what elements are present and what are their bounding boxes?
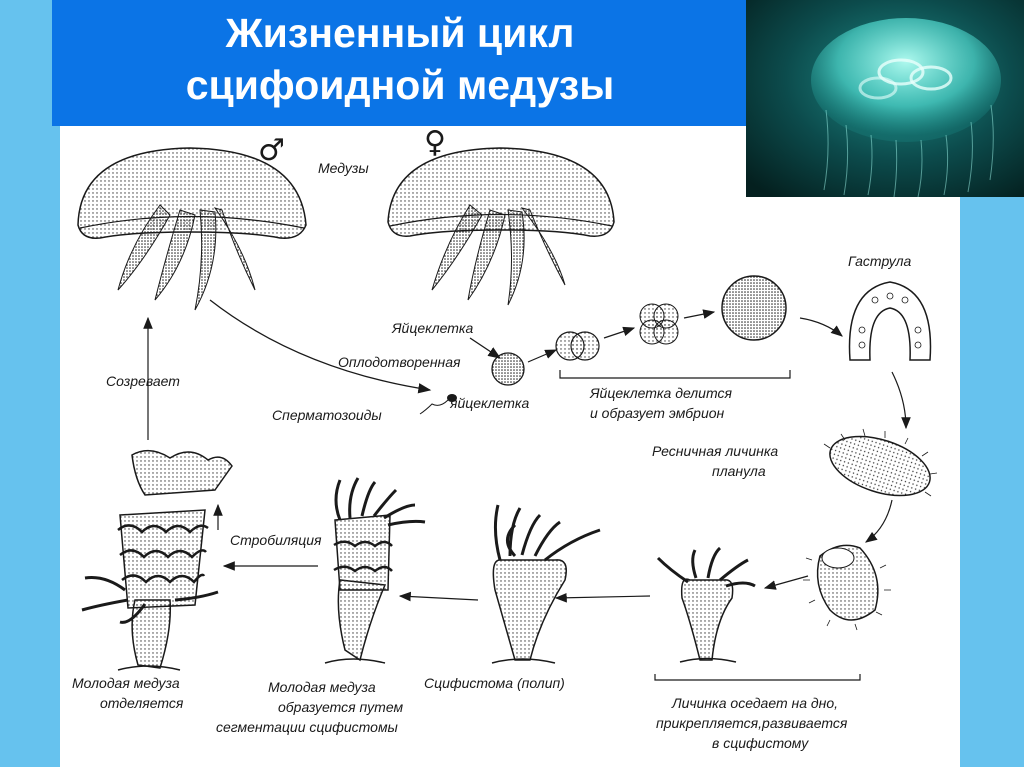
arrow-to-planula [892,372,906,428]
label-fertilized-1: Оплодотворенная [338,354,461,370]
label-larva-settles-2: прикрепляется,развивается [656,715,848,731]
arrow-to-blastula [684,312,714,318]
arrow-egg-path [470,338,500,358]
arrow-to-young-polyp [765,576,808,588]
label-scyphistoma: Сцифистома (полип) [424,675,565,691]
embryo-bracket [560,370,790,378]
label-gastrula: Гаструла [848,253,912,269]
female-symbol: ♀ [424,125,446,160]
gastrula [850,282,931,360]
label-planula-1: Ресничная личинка [652,443,778,459]
label-larva-settles-3: в сцифистому [712,735,809,751]
arrow-to-segmenting [400,596,478,600]
label-egg-divides-2: и образует эмбрион [590,405,725,421]
label-strobilation: Стробиляция [230,532,322,548]
label-planula-2: планула [712,463,766,479]
arrow-to-scyphistoma [556,596,650,598]
label-young-formed-3: сегментации сцифистомы [216,719,399,735]
label-young-formed-2: образуется путем [278,699,403,715]
two-cell-embryo [556,332,599,360]
label-young-separates-2: отделяется [100,695,184,711]
strobila [82,510,218,670]
label-egg-cell: Яйцеклетка [391,320,474,336]
label-matures: Созревает [106,373,180,389]
label-medusae: Медузы [318,160,369,176]
young-polyp [658,548,755,662]
label-egg-divides-1: Яйцеклетка делится [589,385,732,401]
label-sperm: Сперматозоиды [272,407,382,423]
arrow-to-gastrula [800,318,842,336]
arrow-to-four-cell [604,328,634,338]
male-symbol: ♂ [258,133,285,168]
ephyra [132,451,232,495]
segmenting-polyp [325,478,425,663]
arrow-to-settling [866,500,892,542]
settling-larva [803,545,891,630]
blastula [722,276,786,340]
arrow-sperm-path [210,300,430,390]
scyphistoma-polyp [492,505,600,663]
settling-bracket [655,674,860,680]
four-cell-embryo [640,304,678,344]
fertilized-egg [492,353,524,385]
label-fertilized-2: яйцеклетка [449,395,529,411]
label-larva-settles-1: Личинка оседает на дно, [671,695,838,711]
label-young-formed-1: Молодая медуза [268,679,376,695]
label-young-separates-1: Молодая медуза [72,675,180,691]
female-medusa [388,148,614,305]
arrow-to-two-cell [528,350,556,362]
male-medusa [78,148,306,310]
planula-larva [823,425,938,507]
